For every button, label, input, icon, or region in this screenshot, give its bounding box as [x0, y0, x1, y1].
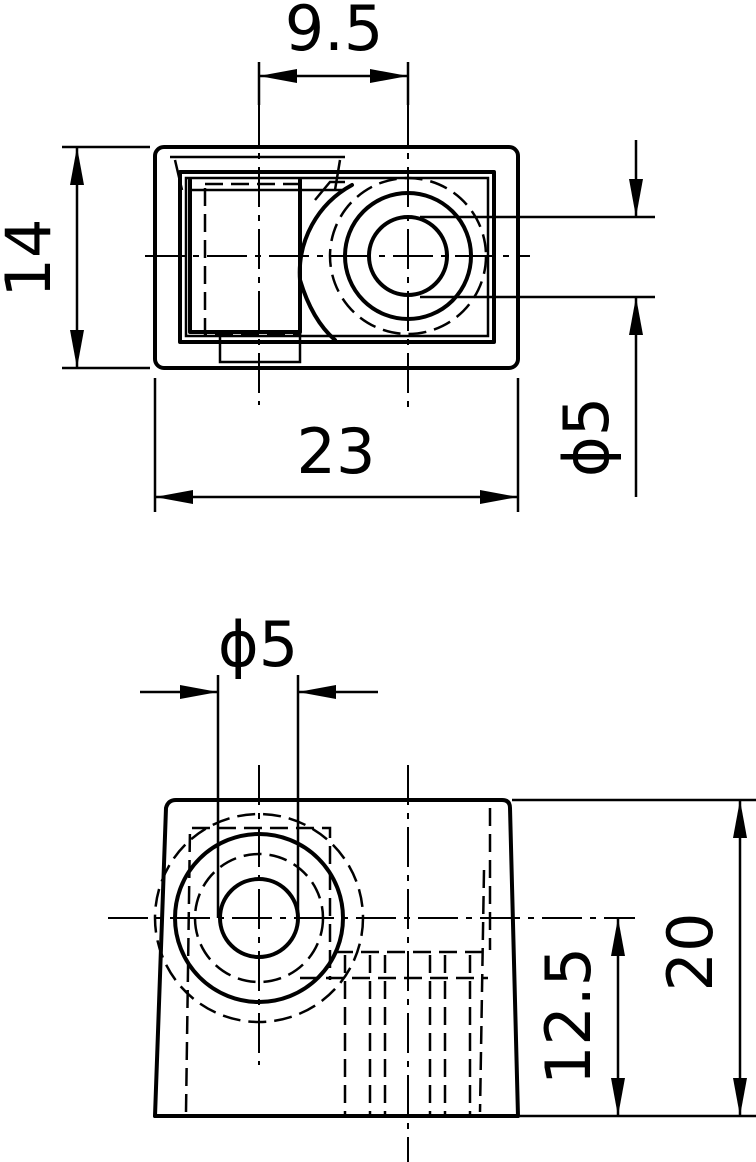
front-view-hidden-channel: [300, 950, 488, 1116]
dim-phi5-top-label: ϕ5: [550, 397, 623, 477]
front-view-hidden-cross: [383, 955, 432, 1116]
dimension-12-5: 12.5: [532, 918, 625, 1116]
dim-12-5-label: 12.5: [532, 947, 605, 1085]
dim-23-label: 23: [297, 415, 376, 488]
dimension-20: 20: [512, 798, 756, 1118]
front-view: ϕ5 20 12.5: [108, 608, 756, 1162]
dim-phi5-front-label: ϕ5: [218, 608, 298, 681]
dimension-23: 23: [153, 378, 520, 512]
top-view-left-slot-top: [170, 155, 345, 192]
front-view-hidden-right-wall: [478, 808, 492, 1113]
dim-9-5-label: 9.5: [285, 0, 384, 65]
top-view-body-outline: [153, 145, 520, 370]
dimension-9-5: 9.5: [257, 0, 410, 105]
dim-14-label: 14: [0, 219, 65, 298]
front-view-body-outline: [153, 798, 520, 1118]
dimension-phi5-front: ϕ5: [140, 608, 378, 918]
top-view-boss-arc: [297, 183, 354, 282]
dim-20-label: 20: [654, 913, 727, 992]
top-view-slot-hidden: [203, 182, 302, 336]
top-view-slot-diagonal: [314, 180, 345, 201]
dimension-phi5-top: ϕ5: [420, 140, 655, 497]
top-view-boss-lower: [298, 278, 337, 342]
dimension-14: 14: [0, 145, 150, 370]
top-view: 9.5 14 23 ϕ5: [0, 0, 655, 512]
